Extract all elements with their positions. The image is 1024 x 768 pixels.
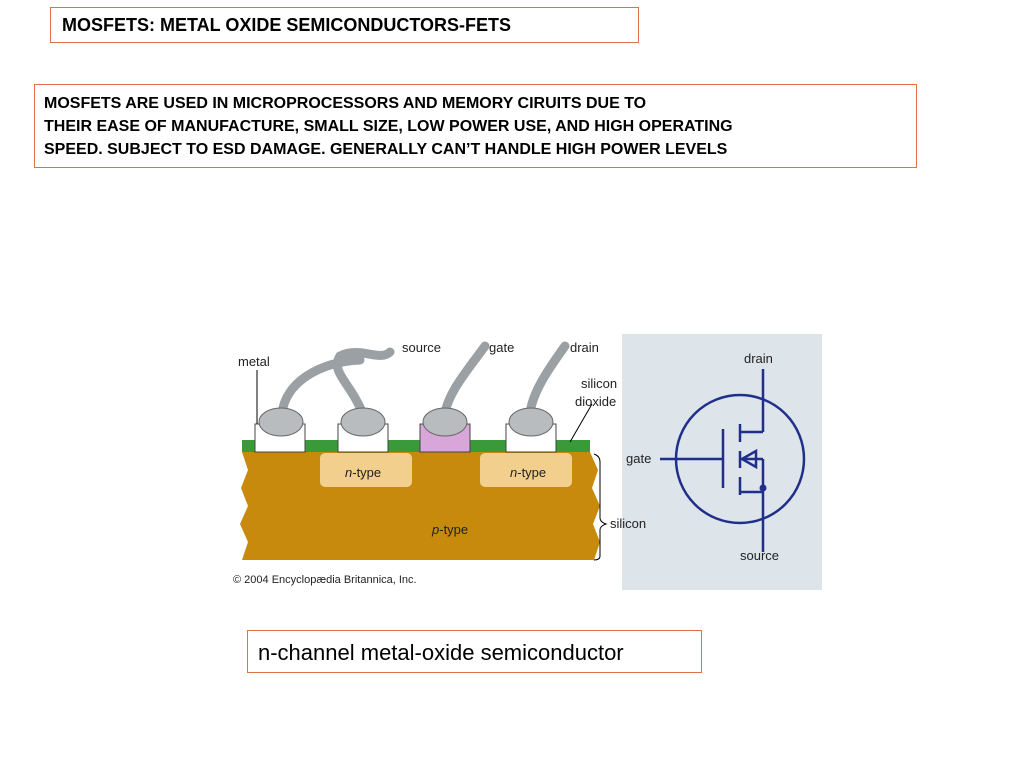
mosfet-illustration: metal source gate drain silicon dioxide …	[233, 334, 822, 590]
source-label: source	[402, 340, 441, 355]
metal-label: metal	[238, 354, 270, 369]
copyright-notice: © 2004 Encyclopædia Britannica, Inc.	[233, 574, 417, 586]
source-blob	[340, 407, 386, 437]
description-line: MOSFETS ARE USED IN MICROPROCESSORS AND …	[44, 95, 647, 112]
symbol-drain-label: drain	[744, 351, 773, 366]
silicon-dioxide-label-2: dioxide	[575, 394, 616, 409]
drain-label: drain	[570, 340, 599, 355]
slide-title: MOSFETS: METAL OXIDE SEMICONDUCTORS-FETS	[50, 7, 639, 43]
n-type-label-source: n-type	[345, 465, 381, 480]
description-line: SPEED. SUBJECT TO ESD DAMAGE. GENERALLY …	[44, 141, 728, 158]
gate-wire	[440, 341, 490, 419]
metal-wire	[277, 355, 365, 419]
drain-wire	[525, 341, 570, 419]
gate-label: gate	[489, 340, 514, 355]
figure-caption: n-channel metal-oxide semiconductor	[247, 630, 702, 673]
gate-blob	[422, 407, 468, 437]
drain-blob	[508, 407, 554, 437]
p-type-label: p-type	[431, 522, 468, 537]
source-wire	[332, 347, 395, 419]
description-box: MOSFETS ARE USED IN MICROPROCESSORS AND …	[34, 84, 917, 168]
mosfet-figure: metal source gate drain silicon dioxide …	[230, 332, 824, 592]
silicon-brace	[593, 453, 608, 561]
oxide-leader	[569, 403, 593, 443]
mosfet-symbol	[660, 369, 806, 552]
n-type-region-drain	[480, 453, 572, 487]
silicon-dioxide-label-1: silicon	[581, 376, 617, 391]
metal-blob	[258, 407, 304, 437]
silicon-label: silicon	[610, 516, 646, 531]
oxide-layer	[242, 440, 590, 452]
symbol-junction-dot	[759, 484, 767, 492]
description-line: THEIR EASE OF MANUFACTURE, SMALL SIZE, L…	[44, 118, 733, 135]
n-type-region-source	[320, 453, 412, 487]
n-type-label-drain: n-type	[510, 465, 546, 480]
symbol-arrow	[739, 448, 758, 470]
symbol-source-label: source	[740, 548, 779, 563]
symbol-gate-label: gate	[626, 451, 651, 466]
